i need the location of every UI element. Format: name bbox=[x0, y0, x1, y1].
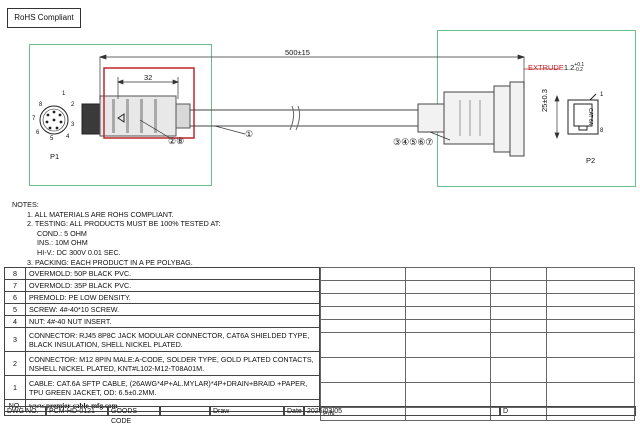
draw-label: Draw bbox=[210, 406, 284, 416]
notes-block: NOTES: 1. ALL MATERIALS ARE ROHS COMPLIA… bbox=[12, 200, 220, 267]
title-block: DWG NO. PCM-HD-0121 GOODS CODE Draw Date… bbox=[4, 406, 636, 425]
website-text: www.premier-cable-mfg.com bbox=[29, 401, 118, 410]
extrude-value: 1.2 bbox=[563, 63, 575, 72]
notes-title: NOTES: bbox=[12, 200, 39, 209]
callout-plug: ②⑧ bbox=[168, 136, 185, 146]
note-line: HI-V.: DC 300V 0.01 SEC. bbox=[37, 247, 121, 257]
extrude-dim: EXTRUDE1.2+0.1-0.2 bbox=[528, 63, 584, 73]
bom-desc: SCREW: 4#-40*10 SCREW. bbox=[25, 303, 320, 316]
bom-desc: OVERMOLD: 35P BLACK PVC. bbox=[25, 279, 320, 292]
dim-jack: 32 bbox=[144, 73, 153, 82]
cat6a-label: CAT 6A bbox=[587, 108, 593, 126]
assembly-drawing bbox=[39, 54, 599, 157]
dimension-lines bbox=[98, 54, 560, 141]
bom-no: 6 bbox=[4, 291, 26, 304]
p2-rj45-face bbox=[567, 93, 599, 135]
bom-desc: CONNECTOR: RJ45 8P8C JACK MODULAR CONNEC… bbox=[25, 327, 320, 352]
rohs-compliant-box: RoHS Compliant bbox=[7, 8, 81, 28]
callout-cable: ① bbox=[245, 129, 254, 139]
note-line: 1. ALL MATERIALS ARE ROHS COMPLIANT. bbox=[27, 209, 174, 219]
bom-desc: CABLE: CAT.6A SFTP CABLE, (26AWG*4P+AL.M… bbox=[25, 375, 320, 400]
rohs-label: RoHS Compliant bbox=[14, 13, 74, 22]
p2-connector-body bbox=[417, 81, 525, 157]
dim-total: 500±15 bbox=[285, 48, 310, 57]
p1-pin-label: 1 bbox=[62, 91, 66, 97]
p1-pin-label: 5 bbox=[50, 136, 54, 142]
bom-no: 7 bbox=[4, 279, 26, 292]
extrude-label: EXTRUDE bbox=[528, 63, 564, 72]
p1-pin-label: 2 bbox=[71, 102, 75, 108]
bom-no: 4 bbox=[4, 315, 26, 328]
d-label: D bbox=[500, 406, 636, 416]
dwg-no-label: DWG NO. bbox=[4, 406, 46, 416]
bom-extra-columns: P/N bbox=[320, 267, 635, 421]
note-line: 2. TESTING: ALL PRODUCTS MUST BE 100% TE… bbox=[27, 219, 221, 229]
p1-pin-label: 8 bbox=[39, 102, 43, 108]
dim-height: 25±0.3 bbox=[540, 89, 549, 112]
p1-pin-label: 6 bbox=[36, 130, 40, 136]
bom-no: 1 bbox=[4, 375, 26, 400]
bom-no: 8 bbox=[4, 267, 26, 280]
bom-no: 3 bbox=[4, 327, 26, 352]
date-value: 2025/03/05 bbox=[304, 406, 500, 416]
dwg-no: PCM-HD-0121 bbox=[46, 406, 108, 416]
callout-p2: ③④⑤⑥⑦ bbox=[393, 137, 434, 147]
extrude-tol-lower: -0.2 bbox=[574, 67, 583, 74]
p2-pin-label: 8 bbox=[600, 128, 604, 134]
extrude-tol-upper: +0.1 bbox=[574, 62, 585, 69]
bom-no: 5 bbox=[4, 303, 26, 316]
p2-label: P2 bbox=[586, 156, 596, 165]
bom-desc: OVERMOLD: 50P BLACK PVC. bbox=[25, 267, 320, 280]
bom-header-pn: P/N bbox=[323, 410, 335, 418]
note-line: 3. PACKING: EACH PRODUCT IN A PE POLYBAG… bbox=[27, 257, 193, 267]
bom-desc: NUT: 4#-40 NUT INSERT. bbox=[25, 315, 320, 328]
p1-connector-face bbox=[39, 105, 69, 135]
p1-panel bbox=[29, 44, 212, 186]
date-label: Date bbox=[284, 406, 304, 416]
note-line: INS.: 10M OHM bbox=[37, 238, 88, 248]
bom-header-website: www.premier-cable-mfg.com bbox=[25, 399, 320, 412]
cable bbox=[190, 105, 418, 131]
table-header-row: NO.www.premier-cable-mfg.com bbox=[4, 399, 320, 412]
p1-pin-label: 7 bbox=[32, 116, 36, 122]
goods-code-value bbox=[160, 406, 210, 416]
bom-desc: PREMOLD: PE LOW DENSITY. bbox=[25, 291, 320, 304]
note-line: COND.: 5 OHM bbox=[37, 228, 87, 238]
jack-highlight-box bbox=[103, 67, 195, 139]
p1-label: P1 bbox=[50, 152, 60, 161]
p1-pin-label: 3 bbox=[71, 122, 75, 128]
p1-pin-label: 4 bbox=[66, 134, 70, 140]
bom-desc: CONNECTOR: M12 8PIN MALE:A-CODE, SOLDER … bbox=[25, 351, 320, 376]
goods-code-label: GOODS CODE bbox=[108, 406, 160, 425]
p2-pin-label: 1 bbox=[600, 92, 604, 98]
bom-no: 2 bbox=[4, 351, 26, 376]
p1-connector-body bbox=[81, 95, 191, 137]
